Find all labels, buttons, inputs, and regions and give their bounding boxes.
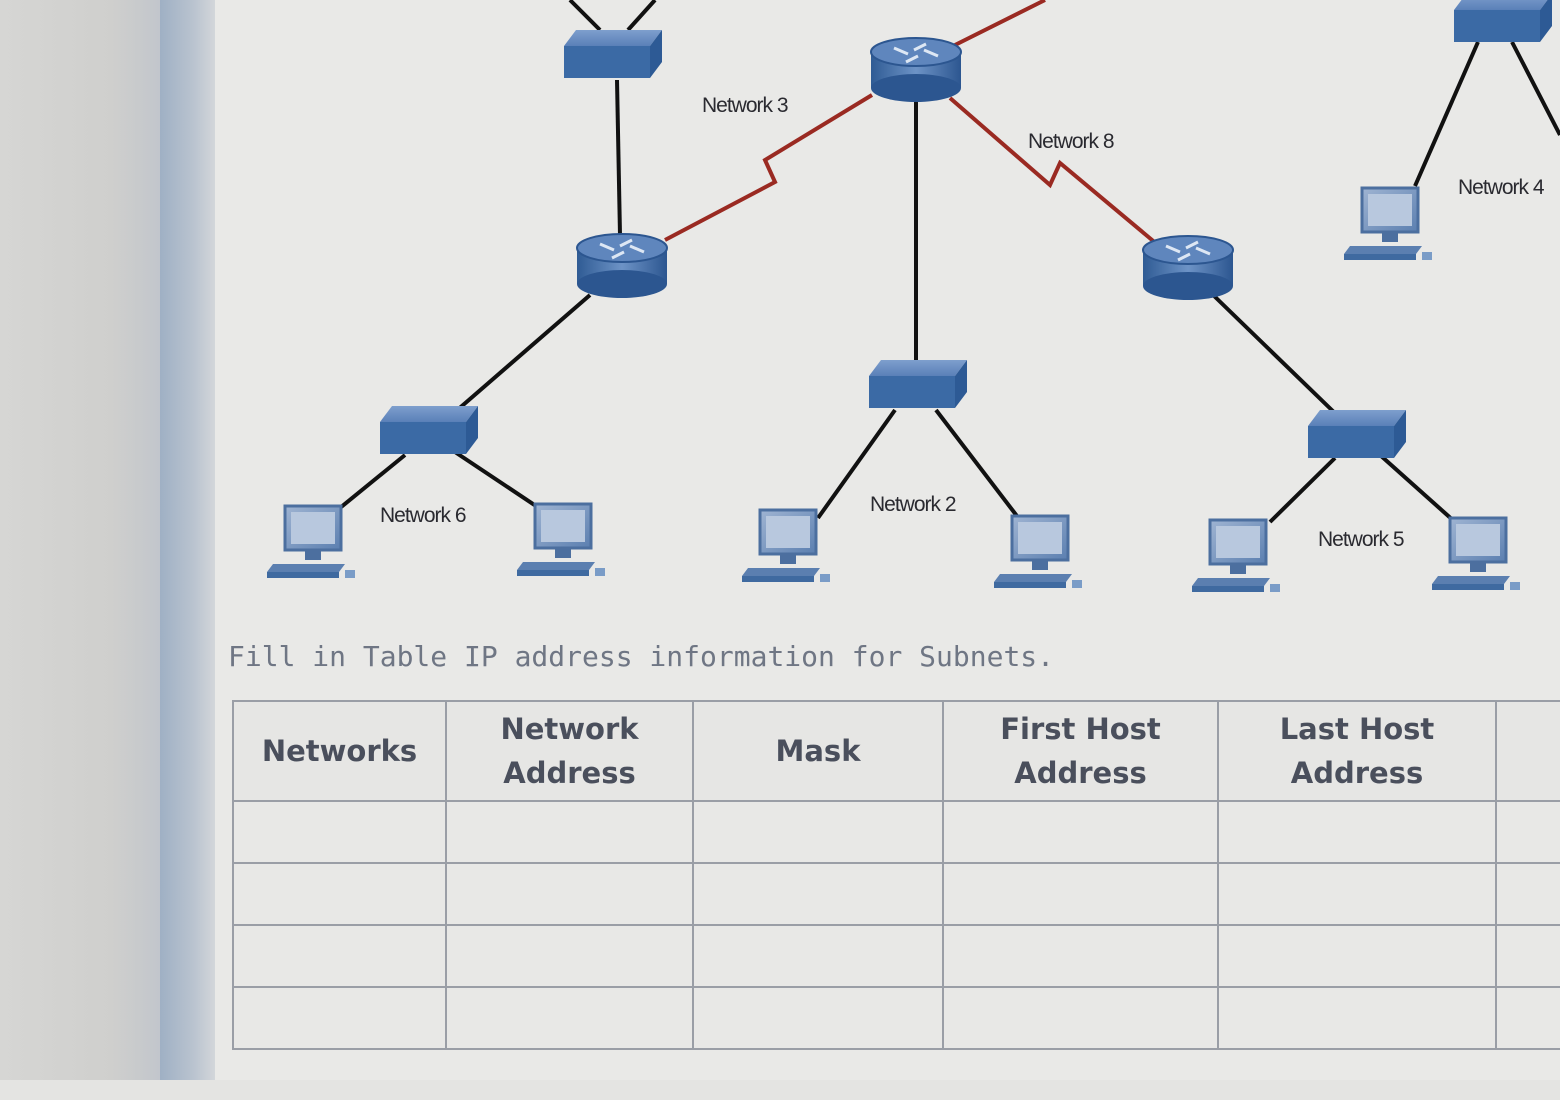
switch-network2-icon — [869, 360, 967, 408]
header-extra — [1495, 700, 1560, 802]
table-cell[interactable] — [445, 800, 694, 864]
pc-network5-right-icon — [1430, 516, 1522, 592]
router-right-icon — [1141, 234, 1235, 302]
pc-network4-icon — [1342, 186, 1434, 262]
table-cell[interactable] — [232, 862, 447, 926]
table-cell[interactable] — [232, 924, 447, 988]
monitor-bezel — [0, 0, 160, 1080]
table-cell[interactable] — [692, 986, 944, 1050]
label-network-2: Network 2 — [870, 493, 956, 516]
table-cell[interactable] — [1495, 800, 1560, 864]
pc-network5-left-icon — [1190, 518, 1282, 594]
header-last-host-address: Last Host Address — [1217, 700, 1497, 802]
table-cell[interactable] — [1217, 800, 1497, 864]
table-cell[interactable] — [942, 986, 1219, 1050]
instruction-text: Fill in Table IP address information for… — [228, 640, 1055, 673]
table-row — [232, 862, 1560, 926]
table-cell[interactable] — [1495, 924, 1560, 988]
pc-network6-left-icon — [265, 504, 357, 580]
pc-network2-left-icon — [740, 508, 832, 584]
header-network-address: Network Address — [445, 700, 694, 802]
label-network-8: Network 8 — [1028, 130, 1114, 153]
table-cell[interactable] — [1217, 924, 1497, 988]
table-cell[interactable] — [1217, 986, 1497, 1050]
table-cell[interactable] — [1217, 862, 1497, 926]
label-network-3: Network 3 — [702, 94, 788, 117]
table-cell[interactable] — [445, 986, 694, 1050]
table-row — [232, 986, 1560, 1050]
table-cell[interactable] — [942, 862, 1219, 926]
router-top-icon — [869, 36, 963, 104]
network-topology-diagram: Network 3 Network 8 Network 4 Network 6 … — [265, 0, 1560, 594]
header-first-host-address: First Host Address — [942, 700, 1219, 802]
switch-top-left-icon — [564, 30, 662, 78]
label-network-6: Network 6 — [380, 504, 466, 527]
subnet-table-container: Networks Network Address Mask First Host… — [232, 700, 1560, 1100]
table-cell[interactable] — [692, 800, 944, 864]
pc-network6-right-icon — [515, 502, 607, 578]
table-row — [232, 800, 1560, 864]
router-left-icon — [575, 232, 669, 300]
ethernet-links — [333, 0, 1560, 524]
switch-top-right-icon — [1454, 0, 1552, 42]
table-cell[interactable] — [445, 862, 694, 926]
pc-network2-right-icon — [992, 514, 1084, 590]
subnet-table: Networks Network Address Mask First Host… — [232, 700, 1560, 1050]
table-header-row: Networks Network Address Mask First Host… — [232, 700, 1560, 802]
screen-edge — [160, 0, 215, 1080]
switch-network6-icon — [380, 406, 478, 454]
header-mask: Mask — [692, 700, 944, 802]
header-networks: Networks — [232, 700, 447, 802]
table-cell[interactable] — [692, 862, 944, 926]
table-row — [232, 924, 1560, 988]
switch-network5-icon — [1308, 410, 1406, 458]
table-cell[interactable] — [1495, 986, 1560, 1050]
serial-links — [664, 0, 1160, 247]
label-network-4: Network 4 — [1458, 176, 1545, 199]
table-cell[interactable] — [232, 986, 447, 1050]
table-cell[interactable] — [445, 924, 694, 988]
table-cell[interactable] — [232, 800, 447, 864]
table-cell[interactable] — [692, 924, 944, 988]
label-network-5: Network 5 — [1318, 528, 1404, 551]
table-cell[interactable] — [1495, 862, 1560, 926]
table-cell[interactable] — [942, 800, 1219, 864]
table-cell[interactable] — [942, 924, 1219, 988]
